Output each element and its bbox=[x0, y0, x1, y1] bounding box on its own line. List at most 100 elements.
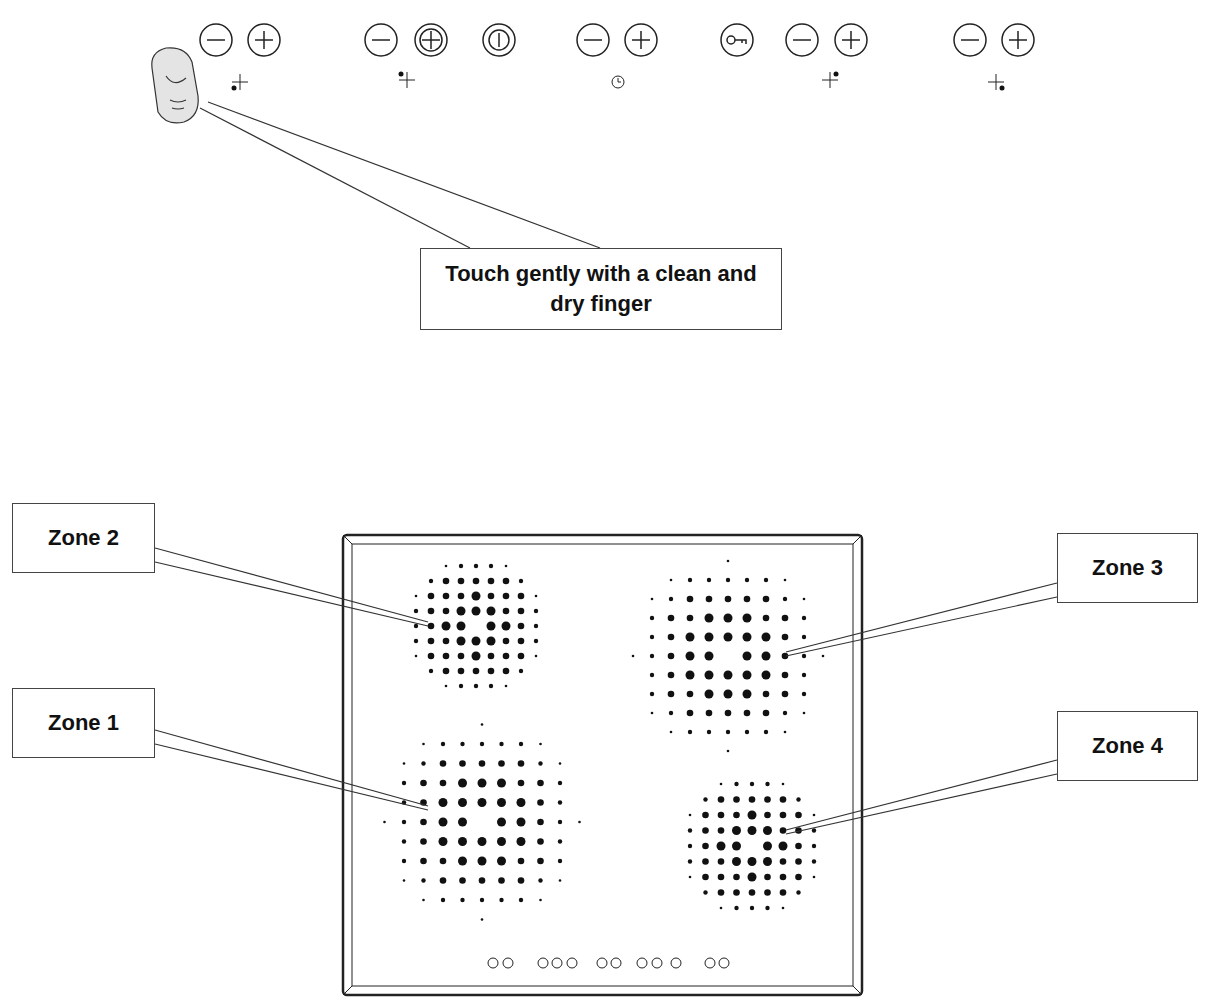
stroke bbox=[618, 78, 621, 82]
zone-dot bbox=[669, 597, 673, 601]
zone-dot bbox=[702, 858, 709, 865]
zone-dot bbox=[764, 578, 768, 582]
zone-dot bbox=[414, 609, 418, 613]
zone-dot bbox=[724, 690, 733, 699]
zone-dot bbox=[518, 593, 525, 600]
zone-dot bbox=[497, 857, 506, 866]
zone-dot bbox=[518, 653, 525, 660]
zone-dot bbox=[732, 842, 741, 851]
zone-dot bbox=[538, 878, 542, 882]
zone-dot bbox=[558, 859, 562, 863]
touch-button bbox=[415, 24, 447, 56]
callout-box: Zone 3 bbox=[1057, 533, 1198, 603]
zone-dot bbox=[535, 595, 538, 598]
zone-dot bbox=[782, 615, 789, 622]
zone-dot bbox=[558, 839, 562, 843]
zone-dot bbox=[487, 622, 496, 631]
stroke bbox=[372, 39, 390, 41]
zone-dot bbox=[472, 637, 481, 646]
hob-frame bbox=[343, 535, 862, 995]
zone-dot bbox=[780, 796, 787, 803]
stroke bbox=[611, 958, 621, 968]
zone-dot bbox=[702, 874, 709, 881]
zone-dot bbox=[503, 578, 510, 585]
zone-dot bbox=[743, 614, 752, 623]
zone-dot bbox=[517, 818, 526, 827]
zone-dot bbox=[812, 859, 816, 863]
stroke bbox=[830, 72, 831, 88]
zone-dot bbox=[497, 798, 506, 807]
zone-dot bbox=[518, 760, 525, 767]
zone-dot bbox=[687, 615, 694, 622]
zone-dot bbox=[718, 858, 725, 865]
zone-dot bbox=[440, 858, 447, 865]
zone-dot bbox=[744, 596, 751, 603]
zone-dot bbox=[743, 633, 752, 642]
zone-dot bbox=[725, 596, 732, 603]
zone-dot bbox=[428, 653, 435, 660]
zone-dot bbox=[497, 818, 506, 827]
zone-dot bbox=[503, 668, 510, 675]
zone-dot bbox=[726, 578, 730, 582]
zone-dot bbox=[443, 578, 450, 585]
stroke bbox=[552, 958, 562, 968]
zone-dot bbox=[802, 673, 806, 677]
zone-dot bbox=[762, 671, 771, 680]
zone-dot bbox=[727, 560, 730, 563]
zone-dot bbox=[686, 652, 695, 661]
touch-button bbox=[954, 24, 986, 56]
zone-dot bbox=[445, 685, 448, 688]
stroke bbox=[640, 31, 642, 49]
zone-dot bbox=[650, 635, 654, 639]
zone-dot bbox=[518, 858, 525, 865]
zone-dot bbox=[688, 578, 692, 582]
stroke bbox=[538, 958, 548, 968]
zone-dot bbox=[670, 731, 673, 734]
zone-dot bbox=[651, 598, 654, 601]
zone-dot bbox=[439, 837, 448, 846]
zone-dot bbox=[459, 760, 466, 767]
stroke bbox=[705, 958, 715, 968]
zone-dot bbox=[534, 609, 538, 613]
zone-dot bbox=[763, 691, 770, 698]
zone-dot bbox=[422, 899, 425, 902]
stroke bbox=[488, 958, 498, 968]
zone-dot bbox=[502, 622, 511, 631]
zone-dot bbox=[402, 781, 406, 785]
zone-dot bbox=[497, 779, 506, 788]
zone-dot bbox=[780, 889, 787, 896]
stroke bbox=[503, 958, 513, 968]
stroke bbox=[961, 39, 979, 41]
touch-button bbox=[365, 24, 397, 56]
zone-dot bbox=[748, 857, 757, 866]
zone-dot bbox=[517, 798, 526, 807]
zone-dot bbox=[443, 593, 450, 600]
zone-dot bbox=[537, 819, 544, 826]
zone-dot bbox=[705, 671, 714, 680]
zone-dot bbox=[726, 730, 730, 734]
hob-controls bbox=[488, 958, 729, 968]
callout-text: Touch gently with a clean and dry finger bbox=[435, 259, 767, 318]
zone-dot bbox=[718, 827, 725, 834]
zone-dot bbox=[718, 796, 725, 803]
zone-dot bbox=[474, 564, 478, 568]
zone-dot bbox=[706, 596, 713, 603]
zone-dot bbox=[764, 730, 768, 734]
zone-dot bbox=[480, 742, 484, 746]
zone-dot bbox=[795, 812, 802, 819]
zone-dot bbox=[518, 638, 525, 645]
zone-dot bbox=[497, 837, 506, 846]
zone-dot bbox=[796, 890, 800, 894]
zone-dot bbox=[489, 564, 493, 568]
zone-dot bbox=[782, 634, 789, 641]
stroke bbox=[407, 72, 408, 88]
stroke bbox=[671, 958, 681, 968]
stroke bbox=[612, 76, 624, 88]
zone-dot bbox=[706, 710, 713, 717]
callout-box: Touch gently with a clean and dry finger bbox=[420, 248, 782, 330]
zone-dot bbox=[498, 877, 505, 884]
zone-dot bbox=[537, 838, 544, 845]
zone-dot bbox=[558, 800, 562, 804]
zone-dot bbox=[745, 578, 749, 582]
zone-dot bbox=[733, 812, 740, 819]
